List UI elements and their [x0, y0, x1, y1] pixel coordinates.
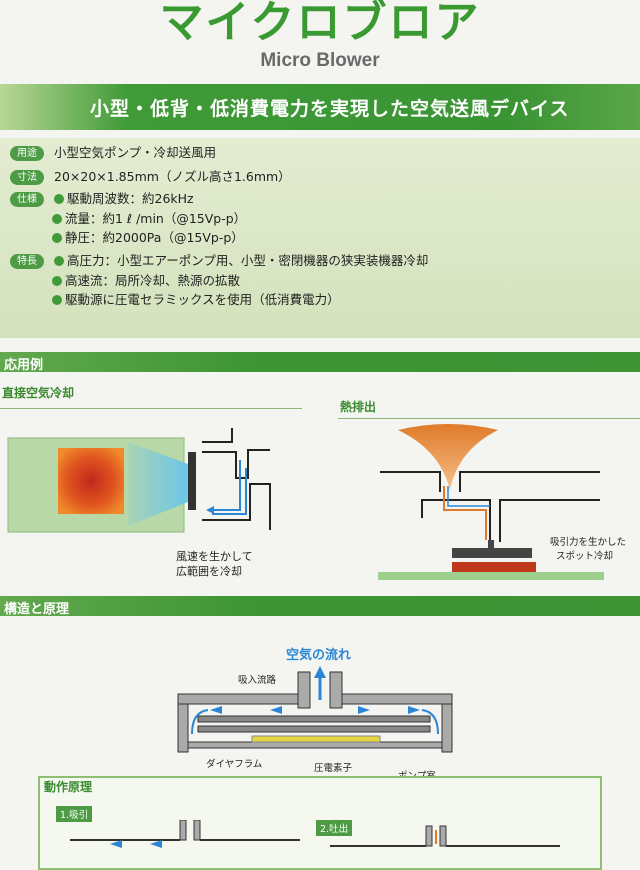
tagline-text: 小型・低背・低消費電力を実現した空気送風デバイス	[90, 98, 570, 120]
size-row: 寸法 20×20×1.85mm（ノズル高さ1.6mm）	[10, 166, 291, 185]
divider	[338, 418, 640, 419]
spec-item: 駆動周波数：約26kHz	[67, 191, 194, 206]
step-1-label: 1.吸引	[56, 806, 93, 822]
bullet-icon	[52, 276, 62, 286]
page-subtitle: Micro Blower	[260, 50, 380, 71]
bullet-icon	[54, 256, 64, 266]
tagline-banner: 小型・低背・低消費電力を実現した空気送風デバイス	[0, 84, 640, 130]
intake-label: 吸入流路	[238, 675, 277, 686]
feature-item: 高速流：局所冷却、熱源の拡散	[65, 273, 241, 288]
feature-tag: 特長	[10, 254, 44, 269]
size-text: 20×20×1.85mm（ノズル高さ1.6mm）	[54, 169, 291, 184]
feature-item: 駆動源に圧電セラミックスを使用（低消費電力）	[65, 292, 340, 307]
step-2-label: 2.吐出	[316, 820, 353, 836]
spec-panel: 用途小型空気ポンプ・冷却送風用 寸法 20×20×1.85mm（ノズル高さ1.6m…	[0, 138, 640, 338]
bullet-icon	[52, 295, 62, 305]
diaphragm-label: ダイヤフラム	[206, 759, 263, 770]
spec-item-row: 静圧：約2000Pa（@15Vp-p）	[52, 227, 244, 246]
usage-tag: 用途	[10, 146, 44, 161]
heat-exhaust-heading: 熱排出	[340, 400, 377, 414]
bullet-icon	[54, 194, 64, 204]
heat-exhaust-illustration	[378, 424, 604, 580]
operation-diagrams	[70, 820, 560, 848]
spec-row: 仕様 駆動周波数：約26kHz	[10, 188, 194, 207]
feature-row: 特長 高圧力：小型エアーポンプ用、小型・密閉機器の狭実装機器冷却	[10, 250, 428, 269]
exhaust-caption-1: 吸引力を生かした	[550, 537, 627, 548]
exhaust-caption-2: スポット冷却	[556, 551, 614, 562]
spec-item: 静圧：約2000Pa（@15Vp-p）	[65, 230, 244, 245]
spec-item-row: 流量：約1 ℓ /min（@15Vp-p）	[52, 208, 246, 227]
usage-row: 用途小型空気ポンプ・冷却送風用	[10, 142, 216, 161]
feature-item: 高圧力：小型エアーポンプ用、小型・密閉機器の狭実装機器冷却	[67, 253, 429, 268]
feature-item-row: 駆動源に圧電セラミックスを使用（低消費電力）	[52, 289, 340, 308]
bullet-icon	[52, 233, 62, 243]
structure-bar: 構造と原理	[0, 596, 640, 617]
applications-bar: 応用例	[0, 352, 640, 373]
direct-cooling-illustration	[7, 428, 271, 533]
bullet-icon	[52, 214, 62, 224]
feature-item-row: 高速流：局所冷却、熱源の拡散	[52, 270, 240, 289]
divider	[0, 408, 302, 409]
structure-heading: 構造と原理	[4, 602, 70, 617]
usage-text: 小型空気ポンプ・冷却送風用	[54, 145, 217, 160]
page-title: マイクロブロア	[159, 0, 481, 48]
direct-caption-1: 風速を生かして	[176, 550, 253, 563]
direct-caption-2: 広範囲を冷却	[176, 565, 242, 578]
direct-cooling-heading: 直接空気冷却	[2, 386, 75, 400]
size-tag: 寸法	[10, 170, 44, 185]
spec-item: 流量：約1 ℓ /min（@15Vp-p）	[65, 211, 247, 226]
spec-tag: 仕様	[10, 192, 44, 207]
operation-heading: 動作原理	[44, 780, 93, 794]
structure-diagram	[177, 666, 453, 753]
applications-heading: 応用例	[4, 358, 44, 373]
air-flow-label: 空気の流れ	[286, 648, 352, 663]
piezo-label: 圧電素子	[314, 763, 353, 774]
